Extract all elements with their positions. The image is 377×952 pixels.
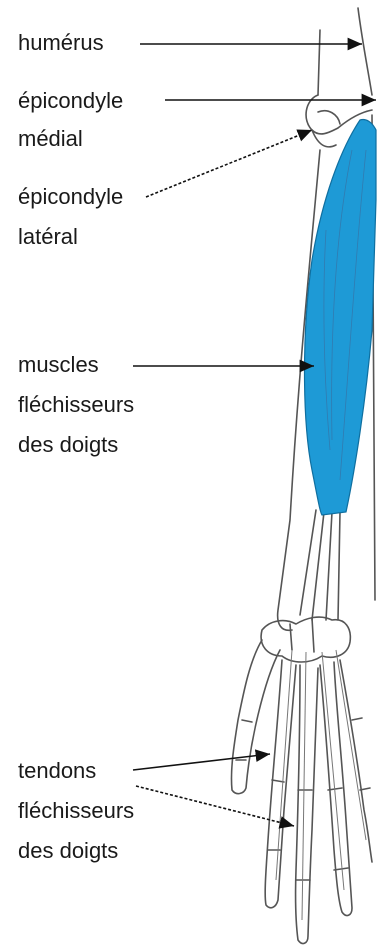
label-lateral-epicondyle-line1: épicondyle bbox=[18, 182, 123, 212]
middle-finger bbox=[296, 665, 318, 943]
label-tendons-line1: tendons bbox=[18, 756, 96, 786]
label-muscles-line1: muscles bbox=[18, 350, 99, 380]
label-muscles-line2: fléchisseurs bbox=[18, 390, 134, 420]
label-tendons-line3: des doigts bbox=[18, 836, 118, 866]
label-humerus: humérus bbox=[18, 28, 104, 58]
label-lateral-epicondyle-line2: latéral bbox=[18, 222, 78, 252]
label-tendons-line2: fléchisseurs bbox=[18, 796, 134, 826]
label-muscles-line3: des doigts bbox=[18, 430, 118, 460]
label-medial-epicondyle-line1: épicondyle bbox=[18, 86, 123, 116]
little-finger bbox=[340, 660, 372, 862]
humerus-bone bbox=[318, 30, 320, 95]
label-medial-epicondyle-line2: médial bbox=[18, 124, 83, 154]
lateral-epicondyle-arrow bbox=[146, 130, 312, 197]
flexor-muscle bbox=[305, 119, 377, 515]
index-finger bbox=[265, 660, 296, 908]
